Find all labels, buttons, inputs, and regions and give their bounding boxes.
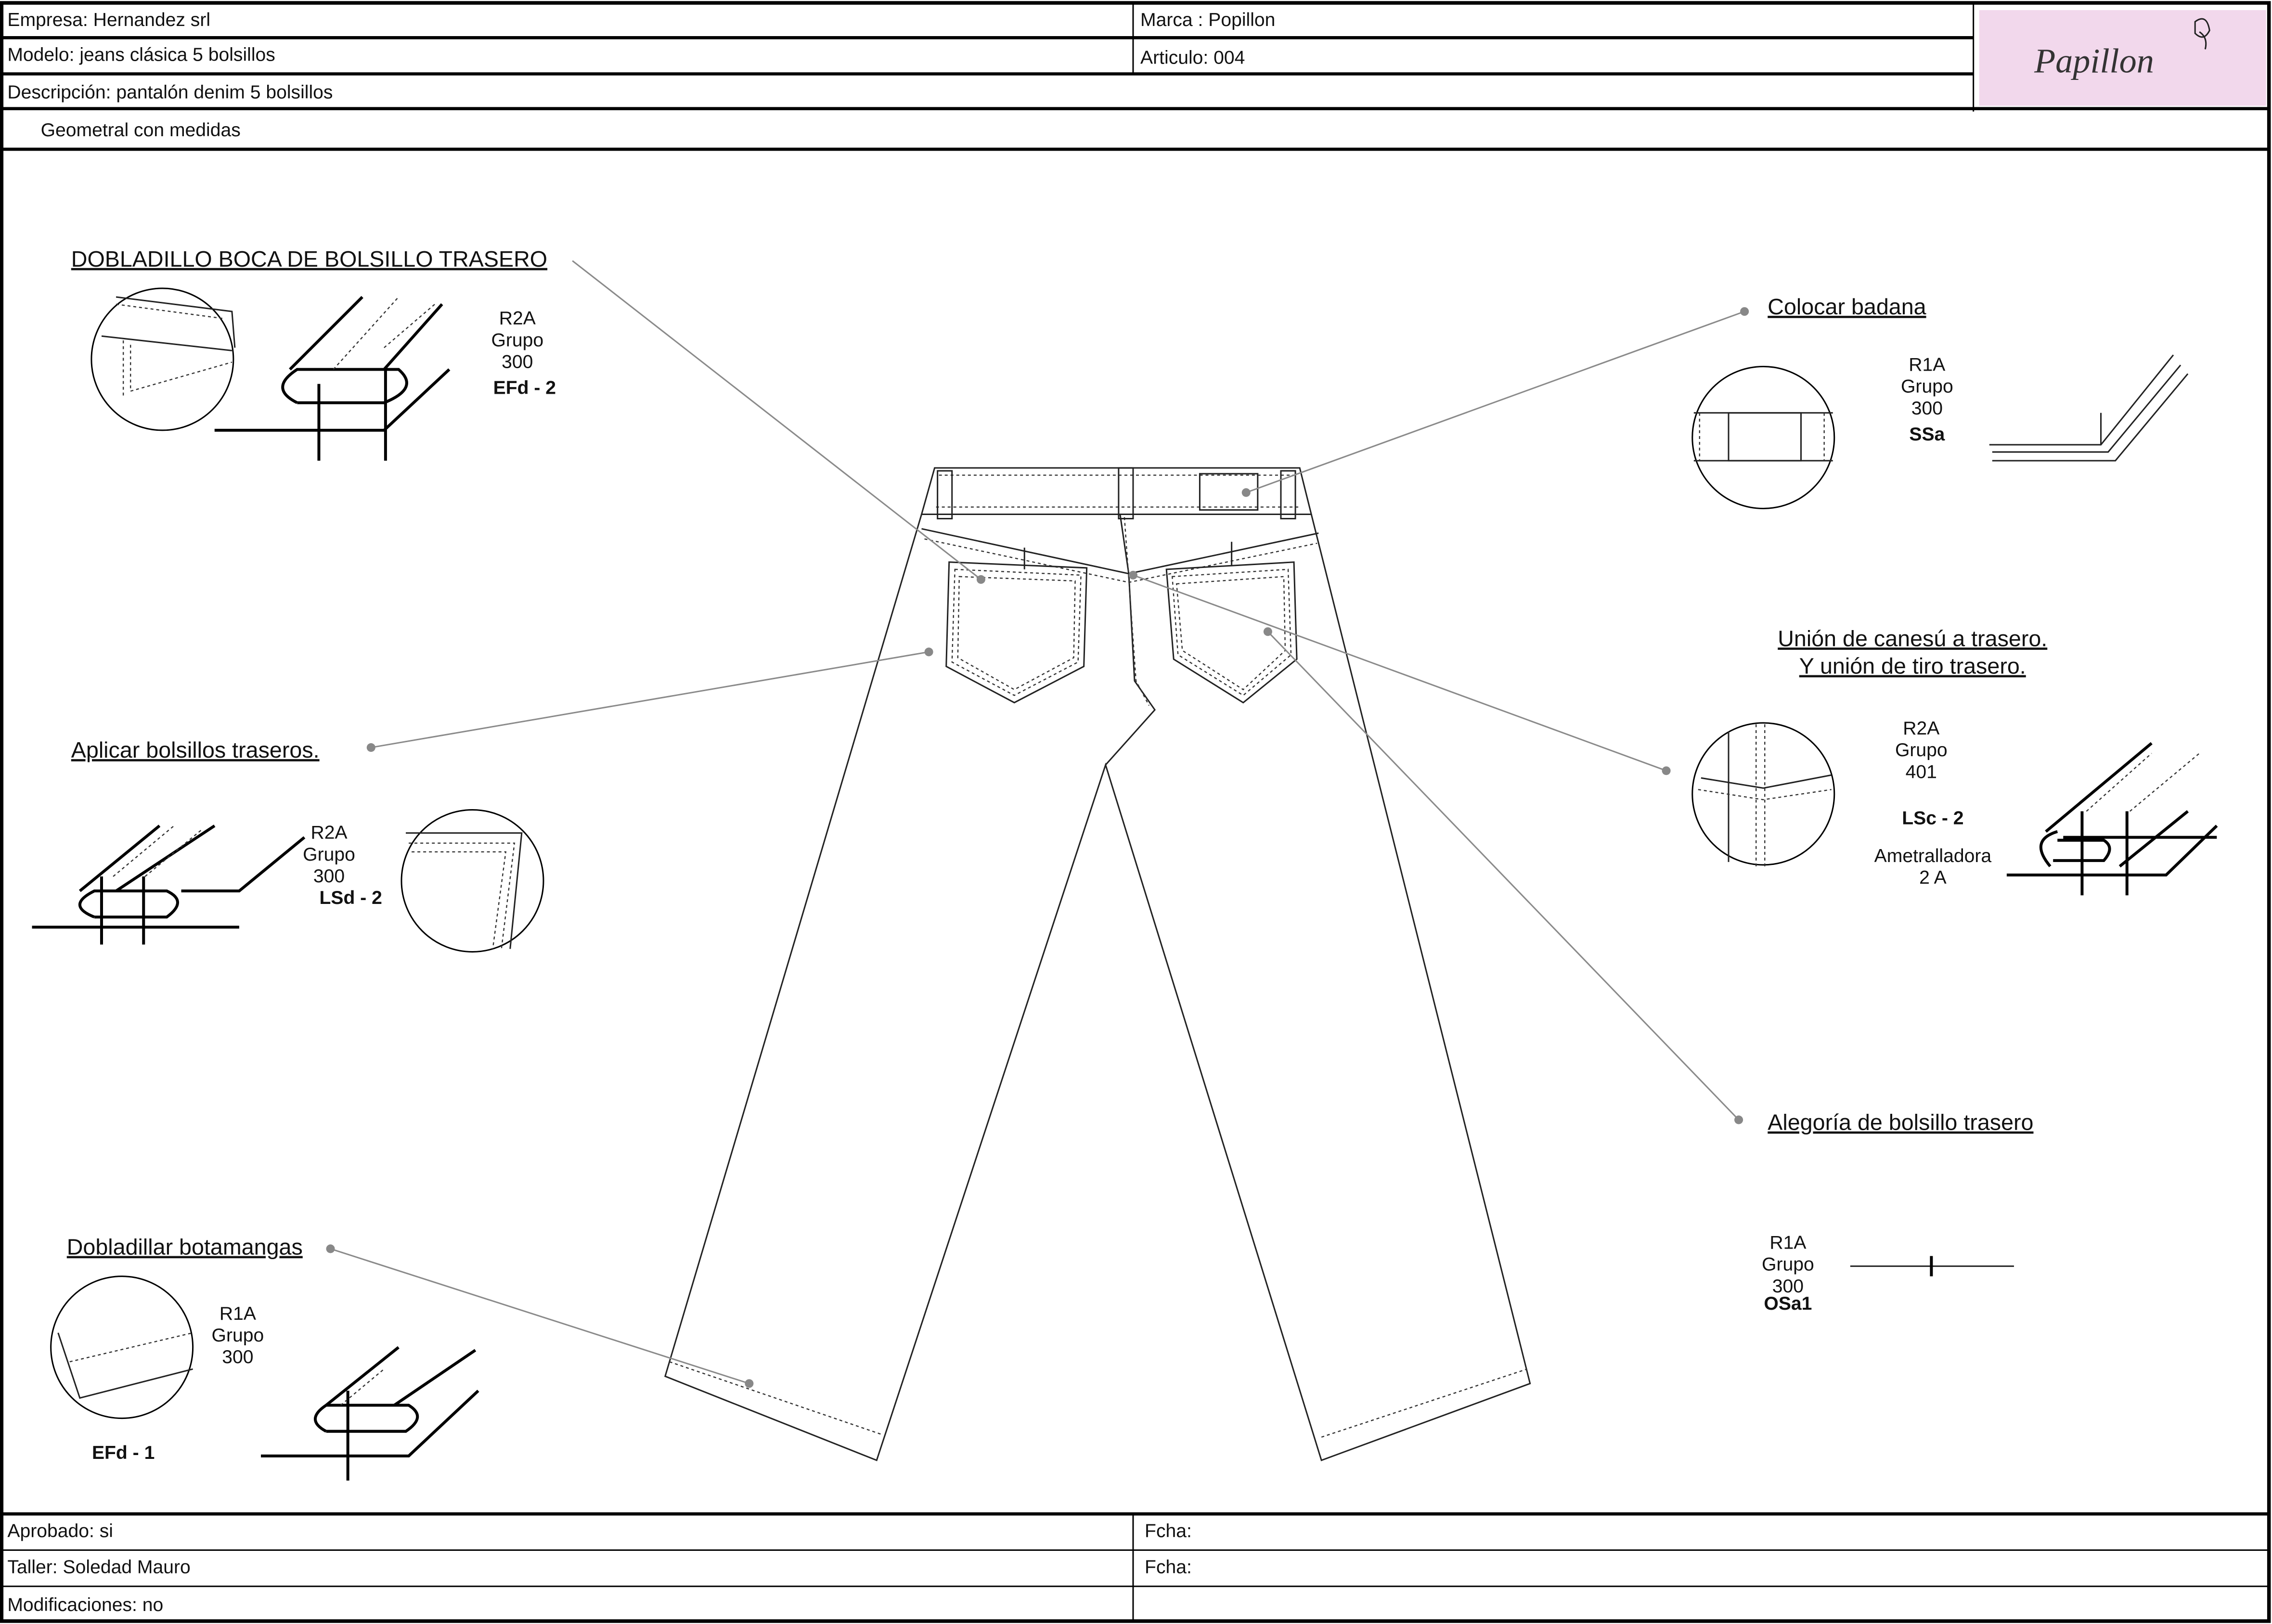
spec-text: Grupo	[491, 330, 543, 350]
machine-label: Ametralladora	[1874, 846, 1992, 866]
left-back-pocket	[945, 561, 1088, 704]
detail-circle	[90, 287, 234, 431]
detail-circle	[1691, 722, 1835, 866]
fecha-aprobado-field: Fcha:	[1145, 1521, 1192, 1541]
spec-text: R2A	[310, 823, 348, 843]
callout-title: Aplicar bolsillos traseros.	[71, 737, 320, 762]
spec-text: Grupo	[1762, 1254, 1814, 1275]
callout-title: Dobladillar botamangas	[67, 1234, 303, 1259]
belt-loop	[937, 470, 953, 520]
butterfly-icon	[2194, 18, 2210, 50]
right-back-pocket	[1165, 561, 1298, 704]
stitch-code: EFd - 1	[92, 1443, 155, 1463]
callout-union-canesu: Unión de canesú a trasero. Y unión de ti…	[1691, 626, 2218, 896]
spec-text: 300	[1911, 398, 1943, 419]
modelo-field: Modelo: jeans clásica 5 bolsillos	[7, 44, 275, 65]
belt-loop	[1118, 467, 1134, 520]
logo-background	[1979, 10, 2266, 106]
empresa-field: Empresa: Hernandez srl	[7, 10, 210, 30]
stitch-code: OSa1	[1764, 1293, 1812, 1314]
hem-stitch	[669, 1361, 1528, 1438]
callout-title: DOBLADILLO BOCA DE BOLSILLO TRASERO	[71, 246, 547, 271]
spec-text: 401	[1906, 761, 1937, 782]
stitch-code: LSc - 2	[1902, 808, 1963, 829]
spec-text: Grupo	[212, 1325, 264, 1346]
spec-text: R2A	[1903, 718, 1940, 739]
detail-circle	[400, 809, 544, 953]
spec-text: 300	[502, 351, 533, 372]
center-seam	[1105, 514, 1156, 766]
spec-text: R1A	[219, 1303, 257, 1324]
aprobado-field: Aprobado: si	[7, 1521, 113, 1541]
fecha-taller-field: Fcha:	[1145, 1557, 1192, 1578]
callout-title: Colocar badana	[1768, 294, 1926, 319]
descripcion-field: Descripción: pantalón denim 5 bolsillos	[7, 82, 333, 103]
callout-title: Unión de canesú a trasero.	[1778, 626, 2047, 651]
callout-title: Alegoría de bolsillo trasero	[1768, 1110, 2033, 1135]
callout-bolsillos: Aplicar bolsillos traseros. R2A Grupo 30…	[32, 737, 544, 953]
pants-outline	[664, 514, 1531, 1461]
badana-label	[1199, 473, 1259, 511]
spec-text: Grupo	[1901, 376, 1953, 397]
callout-botamangas: Dobladillar botamangas R1A Grupo 300 EFd…	[50, 1234, 479, 1481]
header-table: Empresa: Hernandez srl Marca : Popillon …	[1, 3, 2269, 151]
belt-loop	[1280, 470, 1296, 520]
callout-dobladillo-boca: DOBLADILLO BOCA DE BOLSILLO TRASERO R2A …	[71, 246, 556, 461]
callout-subtitle: Y unión de tiro trasero.	[1799, 654, 2026, 679]
spec-text: 300	[1772, 1276, 1804, 1297]
spec-text: 300	[222, 1347, 253, 1367]
spec-text: R1A	[1769, 1232, 1807, 1253]
marca-field: Marca : Popillon	[1140, 10, 1275, 30]
jeans-back-drawing	[664, 467, 1531, 1461]
callout-alegoria: Alegoría de bolsillo trasero R1A Grupo 3…	[1762, 1110, 2033, 1314]
section-title: Geometral con medidas	[41, 120, 241, 141]
machine-label: 2 A	[1919, 867, 1947, 888]
spec-text: R1A	[1909, 355, 1946, 375]
spec-text: R2A	[499, 308, 536, 329]
stitch-code: LSd - 2	[319, 888, 382, 908]
callout-badana: Colocar badana R1A Grupo 300 SSa	[1691, 294, 2189, 509]
modificaciones-field: Modificaciones: no	[7, 1595, 163, 1615]
spec-text: Grupo	[1895, 740, 1948, 760]
footer-table: Aprobado: si Fcha: Taller: Soledad Mauro…	[1, 1512, 2269, 1621]
leader-lines	[326, 260, 1749, 1388]
brand-logo: Papillon	[2034, 41, 2154, 80]
stitch-code: SSa	[1909, 424, 1945, 445]
stitch-code: EFd - 2	[493, 378, 556, 399]
spec-text: 300	[313, 866, 345, 887]
detail-circle	[1691, 365, 1835, 509]
taller-field: Taller: Soledad Mauro	[7, 1557, 190, 1578]
articulo-field: Articulo: 004	[1140, 47, 1245, 68]
spec-text: Grupo	[303, 844, 355, 865]
detail-circle	[50, 1276, 194, 1419]
